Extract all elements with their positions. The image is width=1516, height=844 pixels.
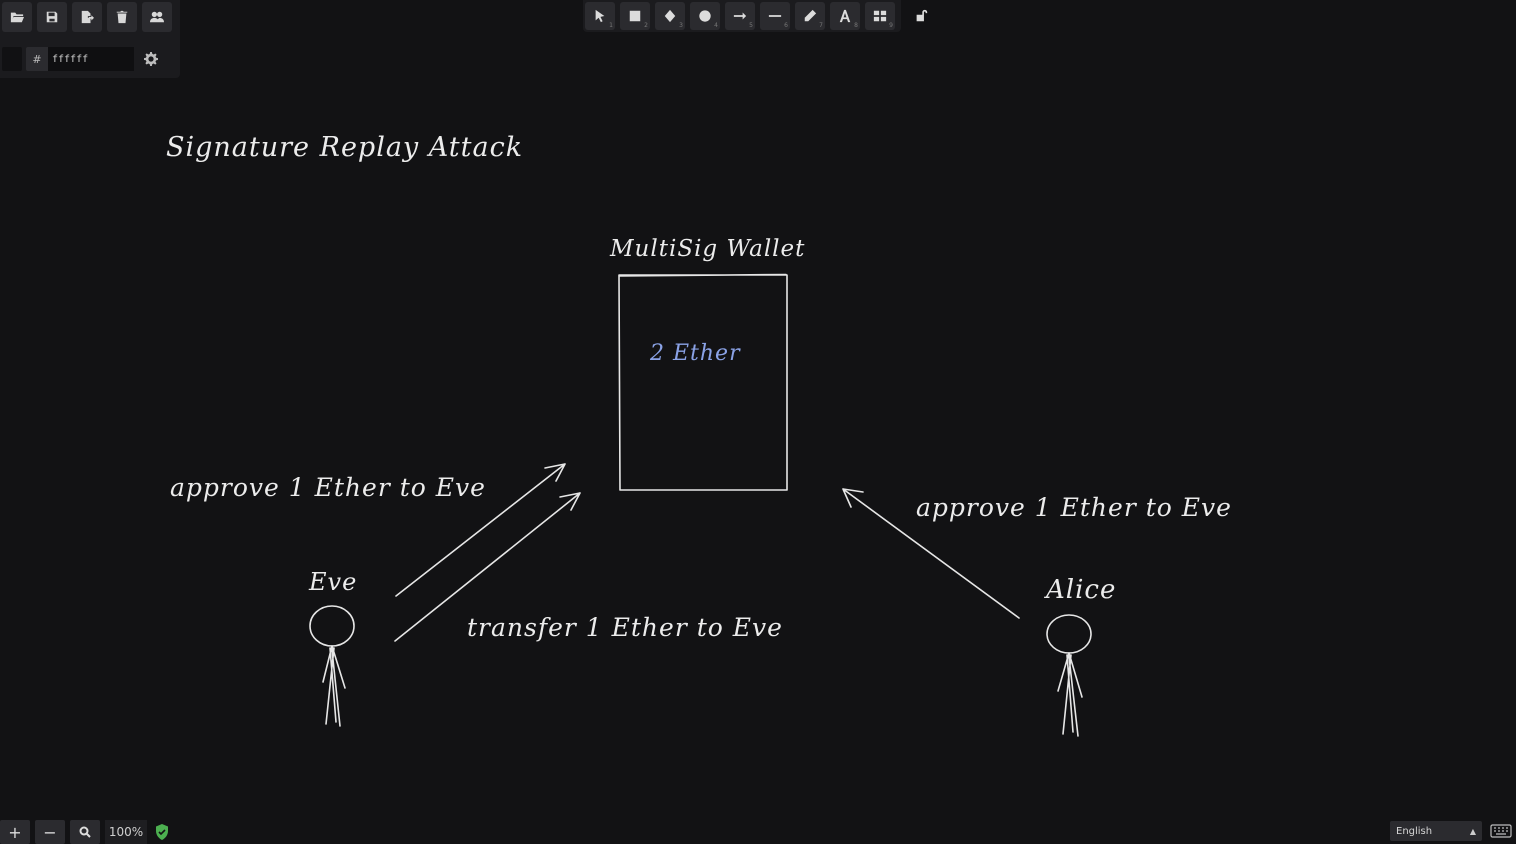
diagram-title: Signature Replay Attack — [166, 132, 524, 163]
shield-check-icon — [156, 824, 168, 840]
select-tool[interactable]: 1 — [585, 2, 615, 30]
export-button[interactable] — [72, 2, 102, 32]
ellipse-icon — [699, 10, 711, 22]
pointer-icon — [595, 9, 605, 23]
eve-label: Eve — [309, 568, 358, 596]
color-picker: # — [2, 47, 160, 71]
ellipse-tool[interactable]: 4 — [690, 2, 720, 30]
eve-transfer-arrow — [394, 492, 581, 642]
text-tool[interactable]: 8 — [830, 2, 860, 30]
line-icon — [768, 15, 782, 17]
zoom-controls: + − 100% — [0, 820, 169, 844]
save-icon — [46, 11, 58, 23]
open-button[interactable] — [2, 2, 32, 32]
shortcut-number: 3 — [679, 22, 683, 29]
shortcut-number: 6 — [784, 22, 788, 29]
zoom-reset-icon — [79, 826, 91, 838]
zoom-level: 100% — [105, 820, 147, 844]
hex-color-input[interactable] — [48, 47, 134, 71]
shape-toolbar: 1 2 3 4 5 6 7 8 — [583, 0, 901, 32]
keyboard-icon — [1490, 824, 1512, 838]
collaborate-button[interactable] — [142, 2, 172, 32]
shortcut-number: 7 — [819, 22, 823, 29]
shortcut-number: 1 — [609, 22, 613, 29]
shortcut-number: 4 — [714, 22, 718, 29]
trash-icon — [116, 10, 128, 24]
users-icon — [150, 11, 164, 23]
eve-figure — [309, 605, 355, 727]
export-icon — [81, 10, 94, 24]
shortcut-number: 8 — [854, 22, 858, 29]
pencil-icon — [804, 9, 817, 22]
eve-approve-label: approve 1 Ether to Eve — [170, 473, 486, 502]
zoom-in-button[interactable]: + — [0, 820, 30, 844]
diamond-tool[interactable]: 3 — [655, 2, 685, 30]
language-select[interactable]: English ▲ — [1390, 821, 1482, 841]
eve-approve-arrow — [395, 463, 566, 597]
arrow-tool[interactable]: 5 — [725, 2, 755, 30]
shortcut-number: 5 — [749, 22, 753, 29]
arrow-icon — [733, 12, 747, 20]
file-toolbar — [2, 2, 172, 32]
clear-canvas-button[interactable] — [107, 2, 137, 32]
alice-approve-arrow — [842, 488, 1020, 619]
lock-tool-button[interactable] — [910, 4, 932, 26]
save-button[interactable] — [37, 2, 67, 32]
alice-label: Alice — [1046, 575, 1117, 605]
shortcut-number: 9 — [889, 22, 893, 29]
shortcut-number: 2 — [644, 22, 648, 29]
unlock-icon — [916, 9, 927, 21]
hash-prefix: # — [26, 47, 48, 71]
file-panel: # — [0, 0, 180, 78]
caret-up-icon: ▲ — [1469, 826, 1476, 836]
zoom-out-button[interactable]: − — [35, 820, 65, 844]
alice-figure — [1046, 614, 1092, 737]
color-swatch[interactable] — [2, 47, 22, 71]
gear-icon — [144, 52, 158, 66]
keyboard-shortcuts-button[interactable] — [1490, 823, 1512, 839]
diamond-icon — [664, 9, 676, 23]
library-tool[interactable]: 9 — [865, 2, 895, 30]
draw-tool[interactable]: 7 — [795, 2, 825, 30]
rectangle-icon — [629, 10, 641, 22]
rectangle-tool[interactable]: 2 — [620, 2, 650, 30]
wallet-balance: 2 Ether — [650, 341, 741, 366]
transfer-label: transfer 1 Ether to Eve — [467, 613, 783, 642]
folder-open-icon — [10, 12, 24, 23]
line-tool[interactable]: 6 — [760, 2, 790, 30]
encryption-badge[interactable] — [155, 824, 169, 840]
wallet-label: MultiSig Wallet — [610, 236, 806, 262]
settings-button[interactable] — [144, 51, 160, 67]
text-icon — [839, 9, 851, 23]
wallet-rectangle — [618, 273, 788, 491]
language-value: English — [1396, 825, 1433, 837]
reset-zoom-button[interactable] — [70, 820, 100, 844]
alice-approve-label: approve 1 Ether to Eve — [916, 493, 1232, 522]
library-icon — [873, 10, 887, 22]
